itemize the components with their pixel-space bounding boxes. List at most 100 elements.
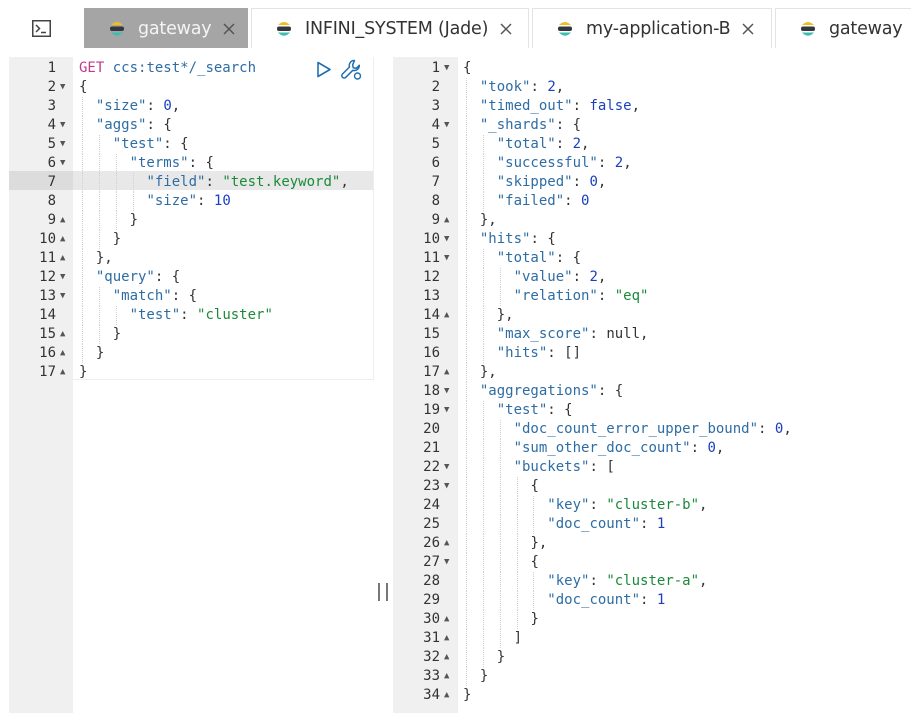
indent-guide	[466, 648, 467, 667]
indent-guide	[482, 249, 484, 268]
fold-collapse-icon[interactable]: ▼	[444, 120, 450, 130]
line-number: 31	[423, 630, 440, 646]
fold-end-icon[interactable]: ▲	[60, 234, 66, 244]
fold-collapse-icon[interactable]: ▼	[444, 63, 450, 73]
indent-guide	[499, 477, 501, 496]
line-number: 29	[423, 592, 440, 608]
indent-guide	[516, 572, 518, 591]
fold-end-icon[interactable]: ▲	[444, 652, 450, 662]
fold-end-icon[interactable]: ▲	[60, 329, 66, 339]
code-line: }	[129, 212, 139, 228]
line-number: 26	[423, 535, 440, 551]
fold-collapse-icon[interactable]: ▼	[444, 462, 450, 472]
code-line: {	[530, 554, 539, 570]
indent-guide	[482, 591, 484, 610]
indent-guide	[482, 648, 484, 667]
fold-collapse-icon[interactable]: ▼	[444, 481, 450, 491]
fold-end-icon[interactable]: ▲	[444, 367, 450, 377]
indent-guide	[499, 610, 501, 629]
fold-collapse-icon[interactable]: ▼	[444, 386, 450, 396]
line-number: 6	[47, 155, 56, 171]
fold-end-icon[interactable]: ▲	[60, 215, 66, 225]
tab-my-application-b[interactable]: my-application-B	[532, 8, 772, 48]
indent-guide	[466, 135, 467, 154]
line-number: 10	[423, 231, 440, 247]
terminal-icon	[31, 19, 51, 37]
code-line: "size": 10	[146, 193, 231, 209]
indent-guide	[466, 306, 467, 325]
line-number: 2	[431, 79, 440, 95]
request-editor[interactable]	[73, 57, 374, 380]
line-number: 16	[423, 345, 440, 361]
indent-guide	[82, 325, 83, 344]
indent-guide	[82, 173, 83, 192]
code-line: "timed_out": false,	[479, 98, 641, 114]
line-number: 14	[423, 307, 440, 323]
code-line: "field": "test.keyword",	[146, 174, 349, 190]
fold-collapse-icon[interactable]: ▼	[444, 253, 450, 263]
play-icon[interactable]	[315, 61, 332, 78]
fold-end-icon[interactable]: ▲	[444, 215, 450, 225]
fold-end-icon[interactable]: ▲	[60, 367, 66, 377]
code-line: "buckets": [	[513, 459, 615, 475]
code-line: "test": "cluster"	[129, 307, 273, 323]
fold-collapse-icon[interactable]: ▼	[60, 139, 66, 149]
indent-guide	[499, 515, 501, 534]
fold-end-icon[interactable]: ▲	[444, 690, 450, 700]
fold-collapse-icon[interactable]: ▼	[444, 405, 450, 415]
fold-collapse-icon[interactable]: ▼	[60, 272, 66, 282]
elasticsearch-icon	[277, 21, 291, 36]
line-number: 27	[423, 554, 440, 570]
fold-collapse-icon[interactable]: ▼	[60, 291, 66, 301]
tab-infini-system[interactable]: INFINI_SYSTEM (Jade)	[251, 8, 529, 48]
indent-guide	[115, 154, 117, 173]
fold-collapse-icon[interactable]: ▼	[444, 557, 450, 567]
code-line: "total": 2,	[496, 136, 590, 152]
indent-guide	[466, 173, 467, 192]
indent-guide	[499, 534, 501, 553]
indent-guide	[516, 477, 518, 496]
indent-guide	[98, 173, 100, 192]
fold-end-icon[interactable]: ▲	[60, 253, 66, 263]
tab-gateway-active[interactable]: gateway	[84, 8, 248, 48]
console-toggle-button[interactable]	[10, 8, 72, 48]
fold-end-icon[interactable]: ▲	[444, 538, 450, 548]
code-line: "hits": {	[479, 231, 556, 247]
fold-collapse-icon[interactable]: ▼	[60, 158, 66, 168]
close-icon[interactable]	[499, 22, 513, 36]
line-number: 21	[423, 440, 440, 456]
close-icon[interactable]	[222, 22, 236, 36]
line-number: 9	[431, 212, 440, 228]
indent-guide	[482, 534, 484, 553]
fold-end-icon[interactable]: ▲	[444, 633, 450, 643]
indent-guide	[466, 477, 467, 496]
line-number: 12	[39, 269, 56, 285]
wrench-icon[interactable]	[340, 58, 363, 81]
fold-end-icon[interactable]: ▲	[444, 614, 450, 624]
code-line: "value": 2,	[513, 269, 607, 285]
fold-collapse-icon[interactable]: ▼	[60, 120, 66, 130]
code-line: "sum_other_doc_count": 0,	[513, 440, 725, 456]
line-number: 4	[47, 117, 56, 133]
fold-collapse-icon[interactable]: ▼	[60, 82, 66, 92]
code-line: "doc_count": 1	[547, 516, 666, 532]
pane-resize-handle[interactable]	[378, 583, 388, 601]
close-icon[interactable]	[741, 22, 755, 36]
code-line: }	[95, 345, 105, 361]
indent-guide	[82, 97, 83, 116]
indent-guide	[499, 629, 501, 648]
tab-label: gateway	[138, 18, 212, 39]
fold-end-icon[interactable]: ▲	[60, 348, 66, 358]
fold-collapse-icon[interactable]: ▼	[444, 234, 450, 244]
tab-gateway[interactable]: gateway	[775, 8, 911, 48]
line-number: 11	[423, 250, 440, 266]
fold-end-icon[interactable]: ▲	[444, 671, 450, 681]
indent-guide	[499, 591, 501, 610]
indent-guide	[82, 230, 83, 249]
indent-guide	[466, 211, 467, 230]
indent-guide	[82, 344, 83, 363]
fold-end-icon[interactable]: ▲	[444, 310, 450, 320]
indent-guide	[82, 306, 83, 325]
indent-guide	[98, 287, 100, 306]
indent-guide	[516, 496, 518, 515]
